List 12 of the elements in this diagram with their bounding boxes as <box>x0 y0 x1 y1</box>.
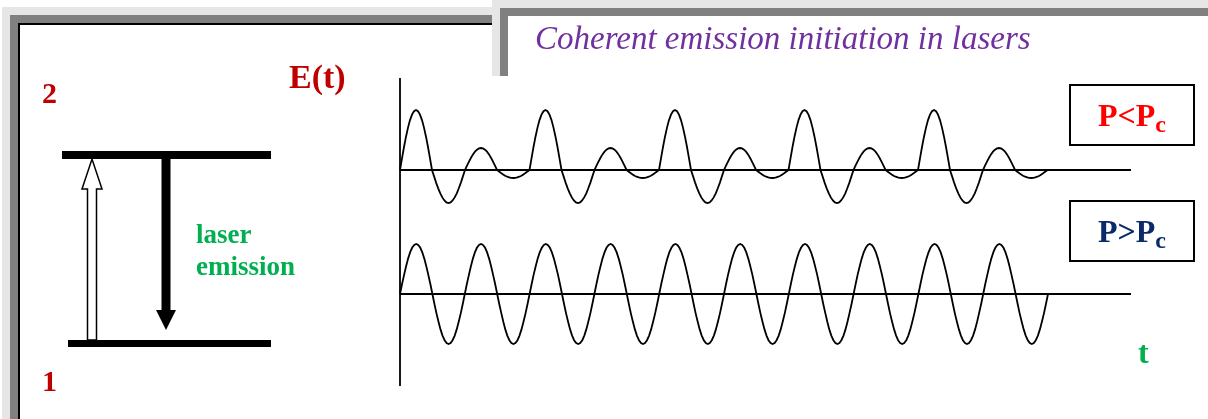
label-box <box>1069 84 1195 146</box>
condition-text: P<P$_{c}$ <box>1098 99 1166 131</box>
arrow <box>156 159 176 330</box>
axis-label: E(t) <box>289 60 346 94</box>
level-number: 1 <box>42 366 57 396</box>
level-number: 2 <box>42 78 57 108</box>
axis-label: t <box>1138 336 1149 368</box>
edge-label: laser emission <box>196 218 296 282</box>
label-box <box>1069 200 1195 262</box>
title: Coherent emission initiation in lasers <box>535 22 1031 55</box>
hollow-arrow <box>80 156 104 341</box>
condition-text: P>P$_{c}$ <box>1098 215 1166 247</box>
